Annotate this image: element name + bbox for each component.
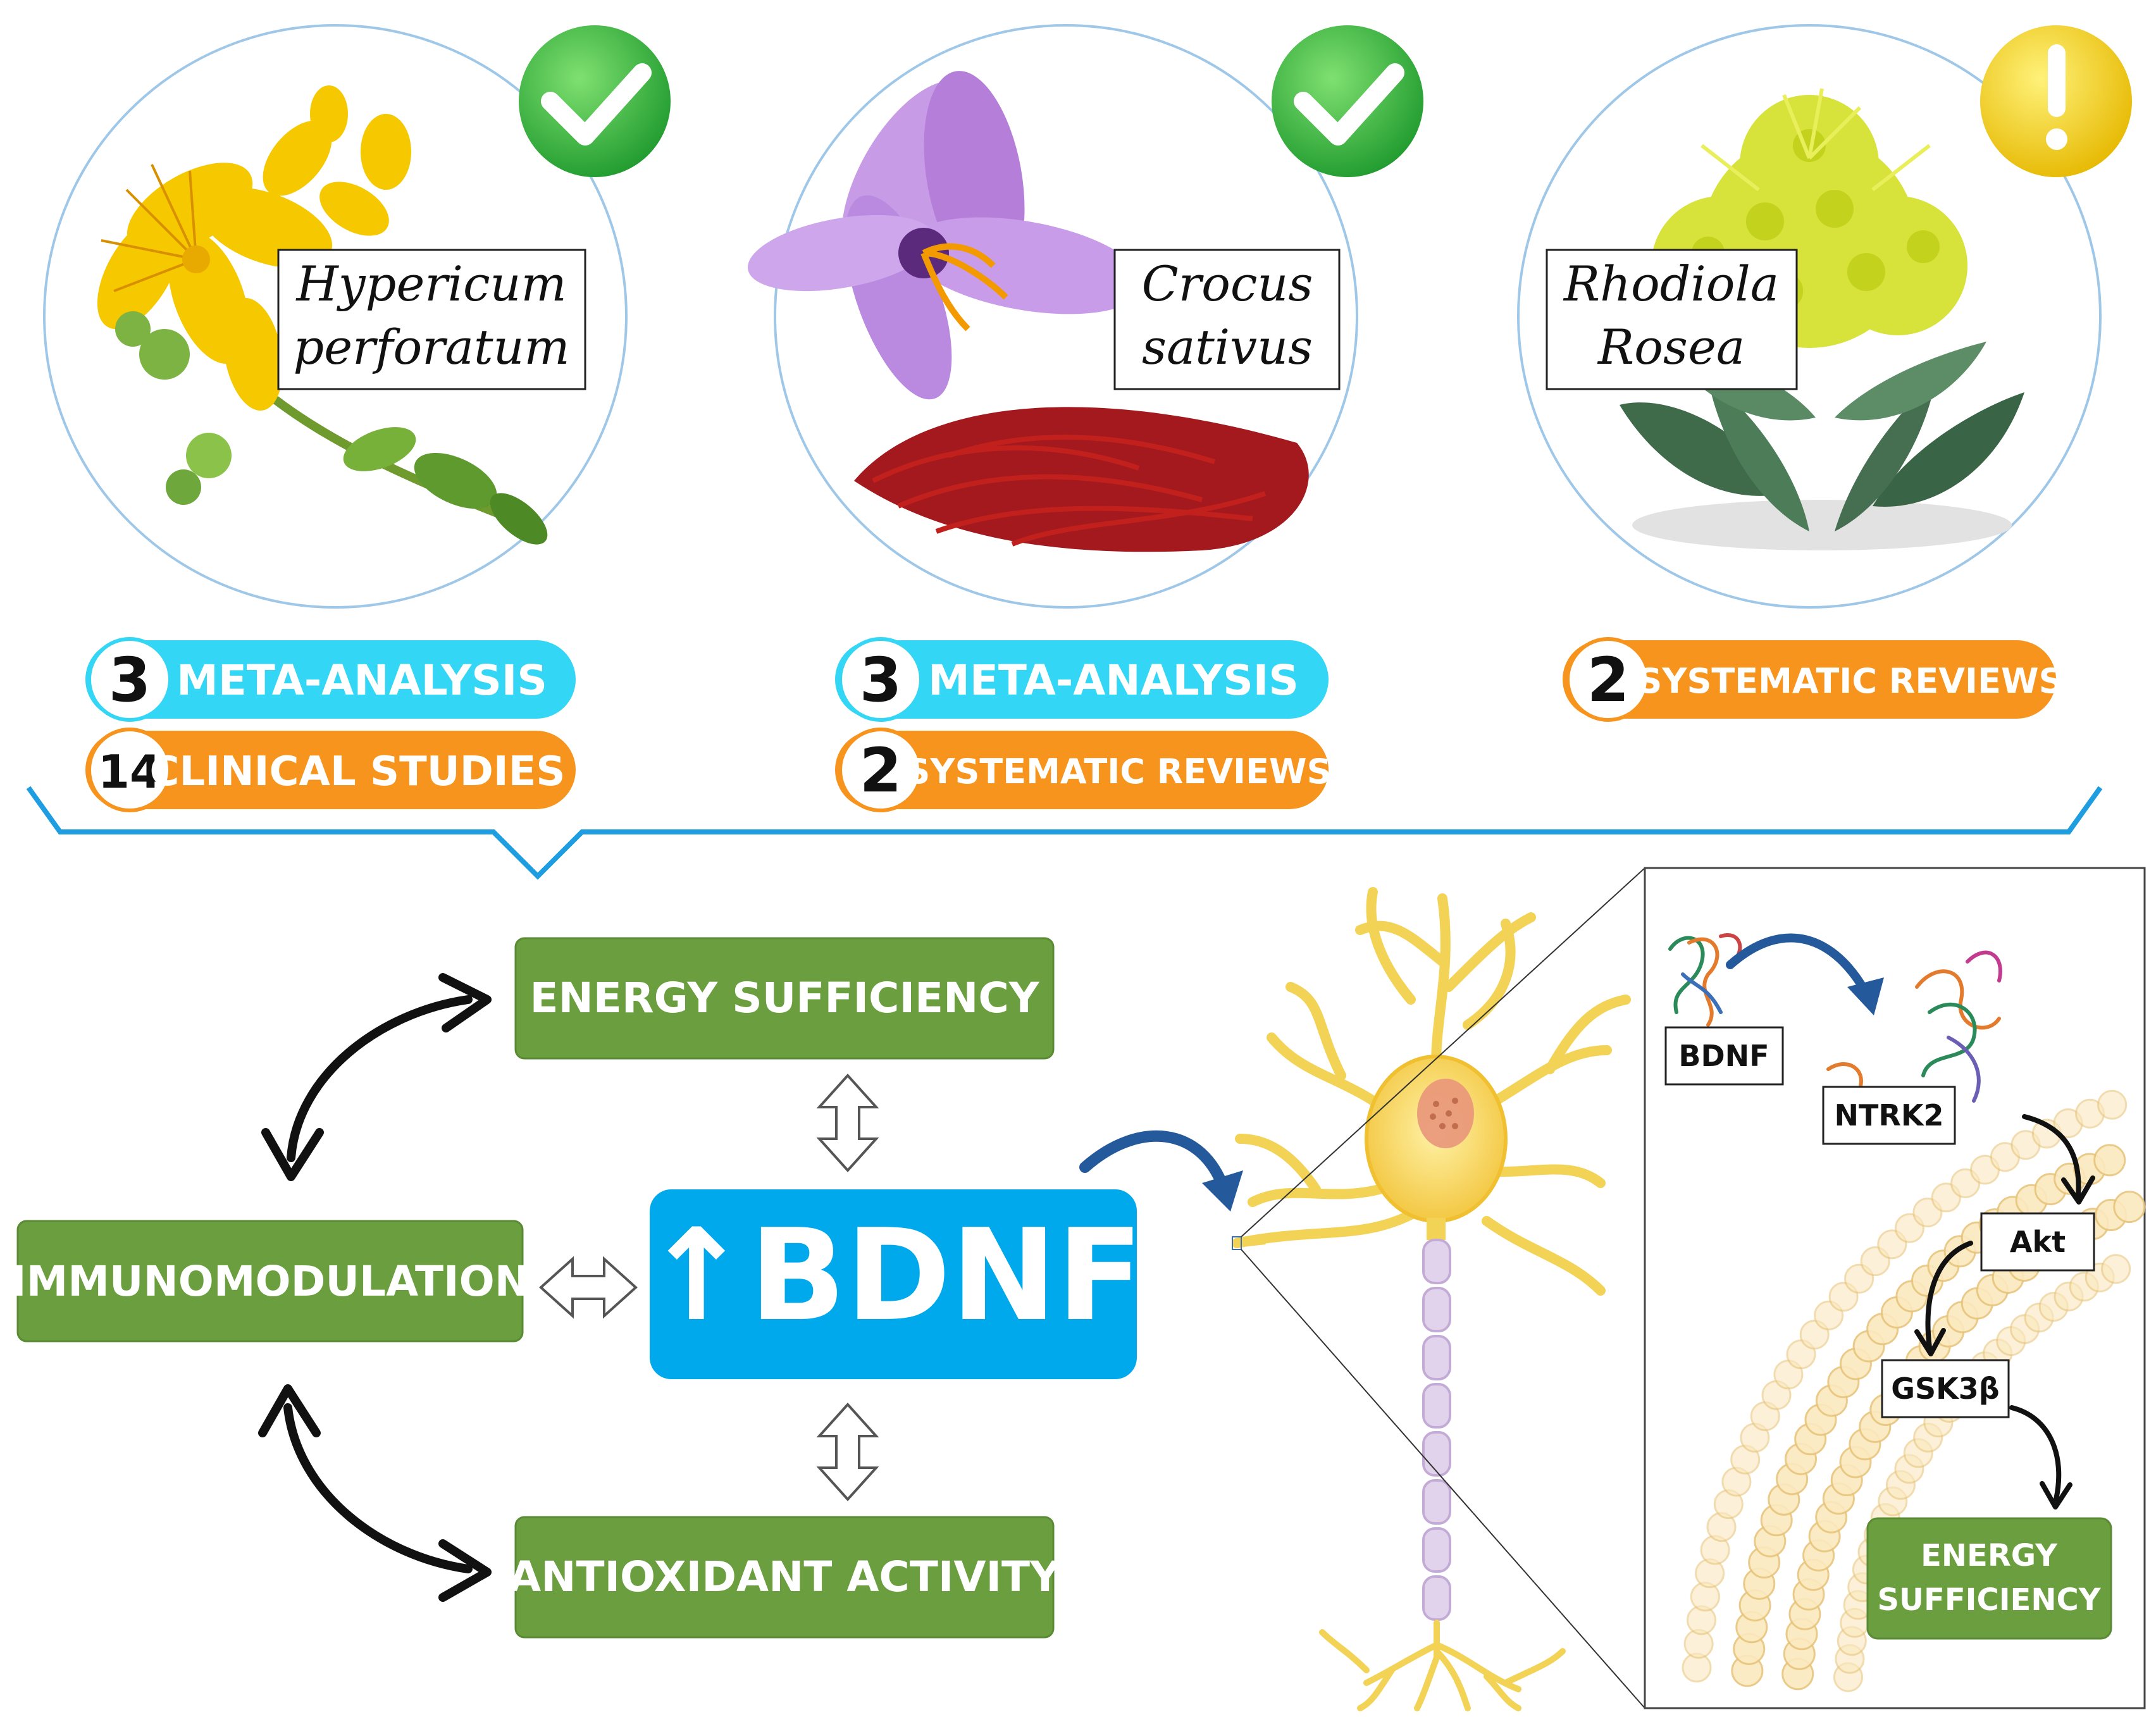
hypericum-flower-illustration <box>97 85 548 545</box>
label-ntrk2: NTRK2 <box>1822 1086 1956 1145</box>
plant-name-line1: Rhodiola <box>1563 256 1779 312</box>
plant-label-box <box>1113 249 1341 390</box>
arrow-akt-to-gsk3b <box>1914 1241 1973 1356</box>
badge-meta-analysis: 3 META-ANALYSIS <box>85 637 576 722</box>
double-arrow-horizontal <box>539 1256 638 1319</box>
central-label: ↑BDNF <box>643 1202 1143 1349</box>
exclamation-circle-icon <box>1980 25 2132 177</box>
check-circle-icon <box>1272 25 1423 177</box>
plant-label-box <box>277 249 586 390</box>
badge-number: 3 <box>109 645 151 716</box>
outcome-line2: SUFFICIENCY <box>1877 1582 2101 1618</box>
arrow-ntrk2-to-akt <box>2022 1114 2095 1205</box>
badge-label: SYSTEMATIC REVIEWS <box>906 752 1332 791</box>
label-text: Akt <box>2010 1225 2066 1259</box>
arrow-gsk3b-to-energy <box>2009 1405 2072 1509</box>
label-text: GSK3β <box>1891 1372 1999 1406</box>
box-immunomodulation: IMMUNOMODULATION <box>11 1220 530 1342</box>
grouping-bracket <box>26 786 2103 880</box>
plant-name-line1: Crocus <box>1142 256 1313 312</box>
badge-number: 3 <box>860 645 902 716</box>
plant-name-line2: Rosea <box>1597 319 1745 375</box>
badge-systematic-reviews: 2 SYSTEMATIC REVIEWS <box>835 728 1332 812</box>
badge-number: 2 <box>1587 645 1630 716</box>
plant-name-line1: Hypericum <box>295 256 566 312</box>
pathway-panel <box>1644 867 2146 1709</box>
curved-arrow-upper-left <box>261 973 492 1181</box>
box-energy-sufficiency-outcome: ENERGY SUFFICIENCY <box>1866 1517 2112 1640</box>
box-bdnf-central: ↑BDNF <box>643 1189 1143 1379</box>
badge-label: META-ANALYSIS <box>928 656 1299 705</box>
box-antioxidant-activity: ANTIOXIDANT ACTIVITY <box>509 1516 1061 1639</box>
badge-number: 14 <box>98 745 161 798</box>
label-bdnf: BDNF <box>1664 1026 1784 1086</box>
plant-card-rhodiola: Rhodiola Rosea <box>1517 24 2132 609</box>
badge-systematic-reviews: 2 SYSTEMATIC REVIEWS <box>1563 637 2064 722</box>
box-label: ENERGY SUFFICIENCY <box>530 974 1039 1022</box>
plant-name-line2: sativus <box>1142 319 1313 375</box>
plant-name-line2: perforatum <box>293 319 569 375</box>
plant-label-box <box>1546 249 1798 390</box>
badge-number: 2 <box>860 735 902 806</box>
plant-card-hypericum: Hypericum perforatum <box>43 24 671 609</box>
arrow-to-neuron <box>1079 1130 1243 1212</box>
label-text: NTRK2 <box>1835 1098 1944 1132</box>
membrane-bead <box>2093 1144 2126 1177</box>
curved-arrow-lower-left <box>258 1384 492 1602</box>
badge-clinical-studies: 14 CLINICAL STUDIES <box>85 728 576 812</box>
neuron-illustration <box>1232 887 1631 1711</box>
box-label: IMMUNOMODULATION <box>11 1257 530 1306</box>
outcome-line1: ENERGY <box>1921 1538 2058 1573</box>
double-arrow-vertical-bottom <box>816 1403 879 1501</box>
box-label: ANTIOXIDANT ACTIVITY <box>509 1553 1061 1601</box>
check-circle-icon <box>519 25 671 177</box>
badge-label: SYSTEMATIC REVIEWS <box>1638 661 2064 701</box>
crocus-flower-illustration <box>747 71 1309 552</box>
badge-meta-analysis: 3 META-ANALYSIS <box>835 637 1329 722</box>
membrane-bead <box>2097 1089 2128 1120</box>
membrane-bead <box>2101 1254 2131 1284</box>
zoom-line-bottom <box>1241 1249 1645 1709</box>
badge-label: META-ANALYSIS <box>177 656 547 705</box>
double-arrow-vertical-top <box>816 1074 879 1172</box>
label-gsk3b: GSK3β <box>1881 1359 2010 1418</box>
arrow-bdnf-to-ntrk2 <box>1726 933 1884 1015</box>
box-energy-sufficiency: ENERGY SUFFICIENCY <box>514 937 1055 1060</box>
zoom-line-top <box>1241 867 1645 1237</box>
badge-label: CLINICAL STUDIES <box>150 748 566 795</box>
membrane-bead <box>2113 1191 2146 1224</box>
plant-card-crocus: Crocus sativus <box>747 24 1423 609</box>
label-akt: Akt <box>1980 1212 2095 1272</box>
label-text: BDNF <box>1678 1039 1769 1073</box>
